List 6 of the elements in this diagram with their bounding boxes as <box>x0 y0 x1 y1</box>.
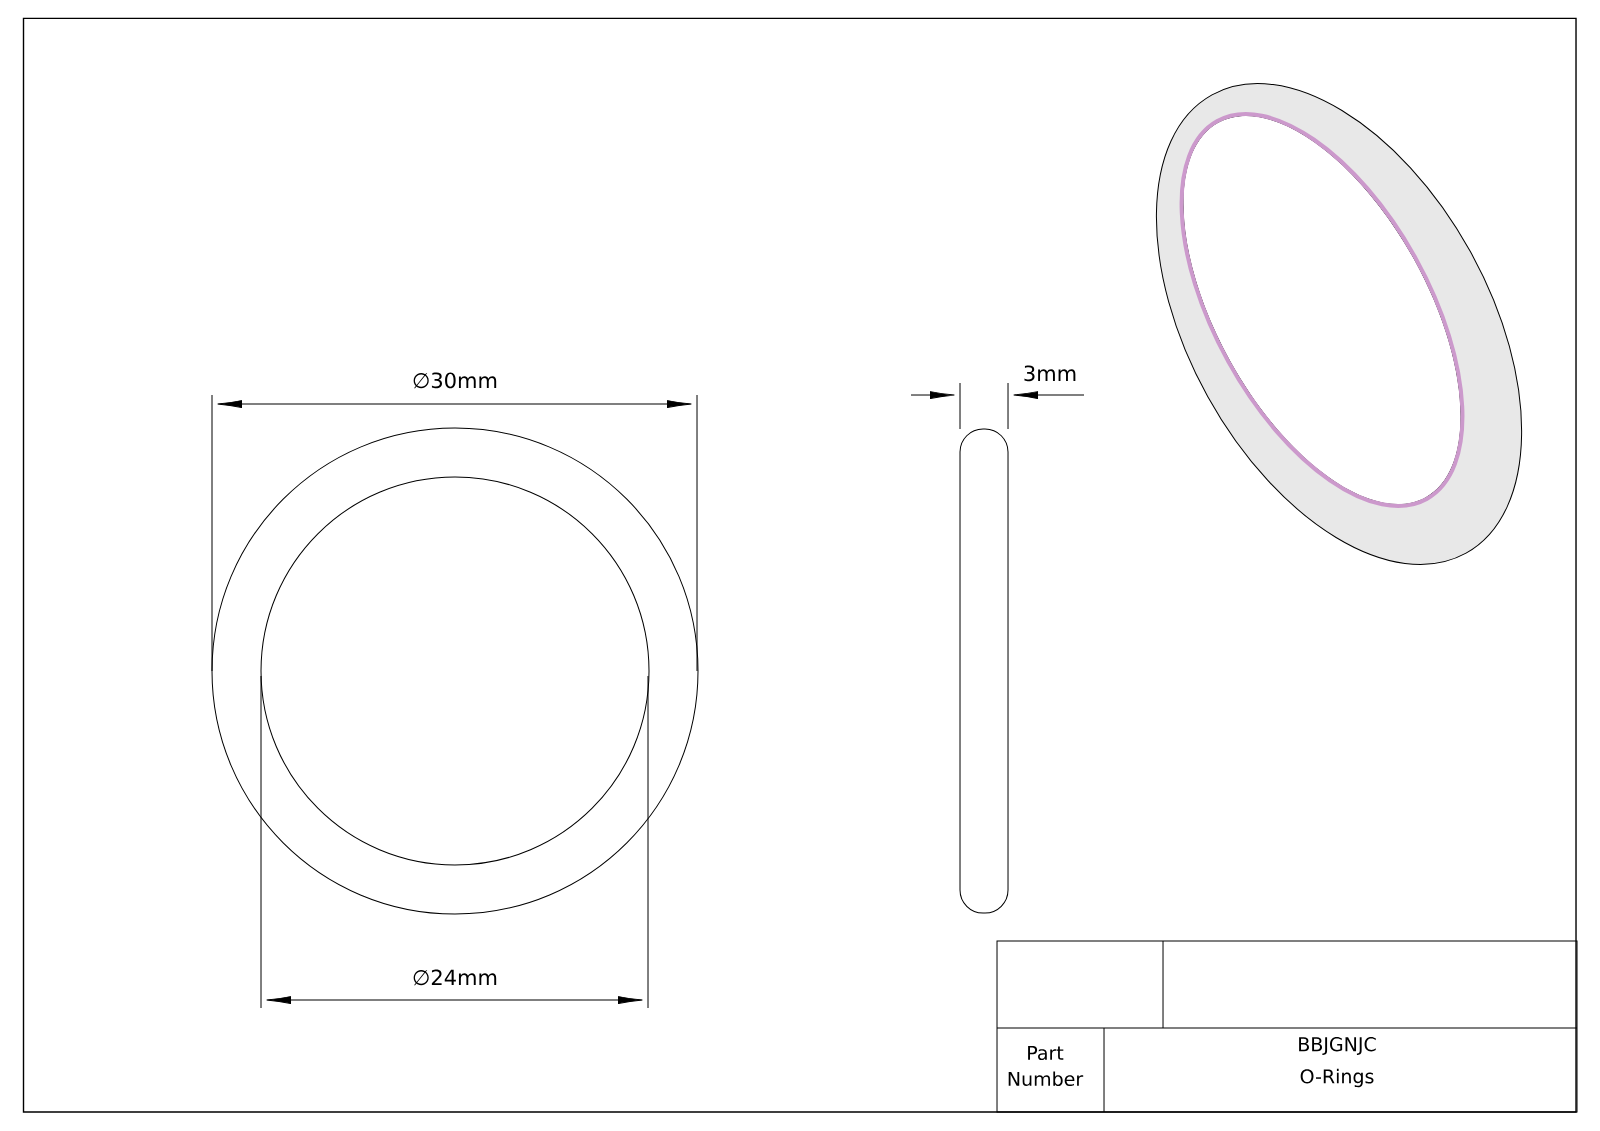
title-block-label: Part Number <box>1008 1045 1084 1087</box>
dimension-text: ∅30mm <box>413 372 497 389</box>
dimension-text: 3mm <box>1024 365 1076 382</box>
part-number-text: BBJGNJC <box>1299 1037 1376 1055</box>
part-type-text: O-Rings <box>1300 1068 1374 1088</box>
dimension-text: ∅24mm <box>413 969 497 986</box>
